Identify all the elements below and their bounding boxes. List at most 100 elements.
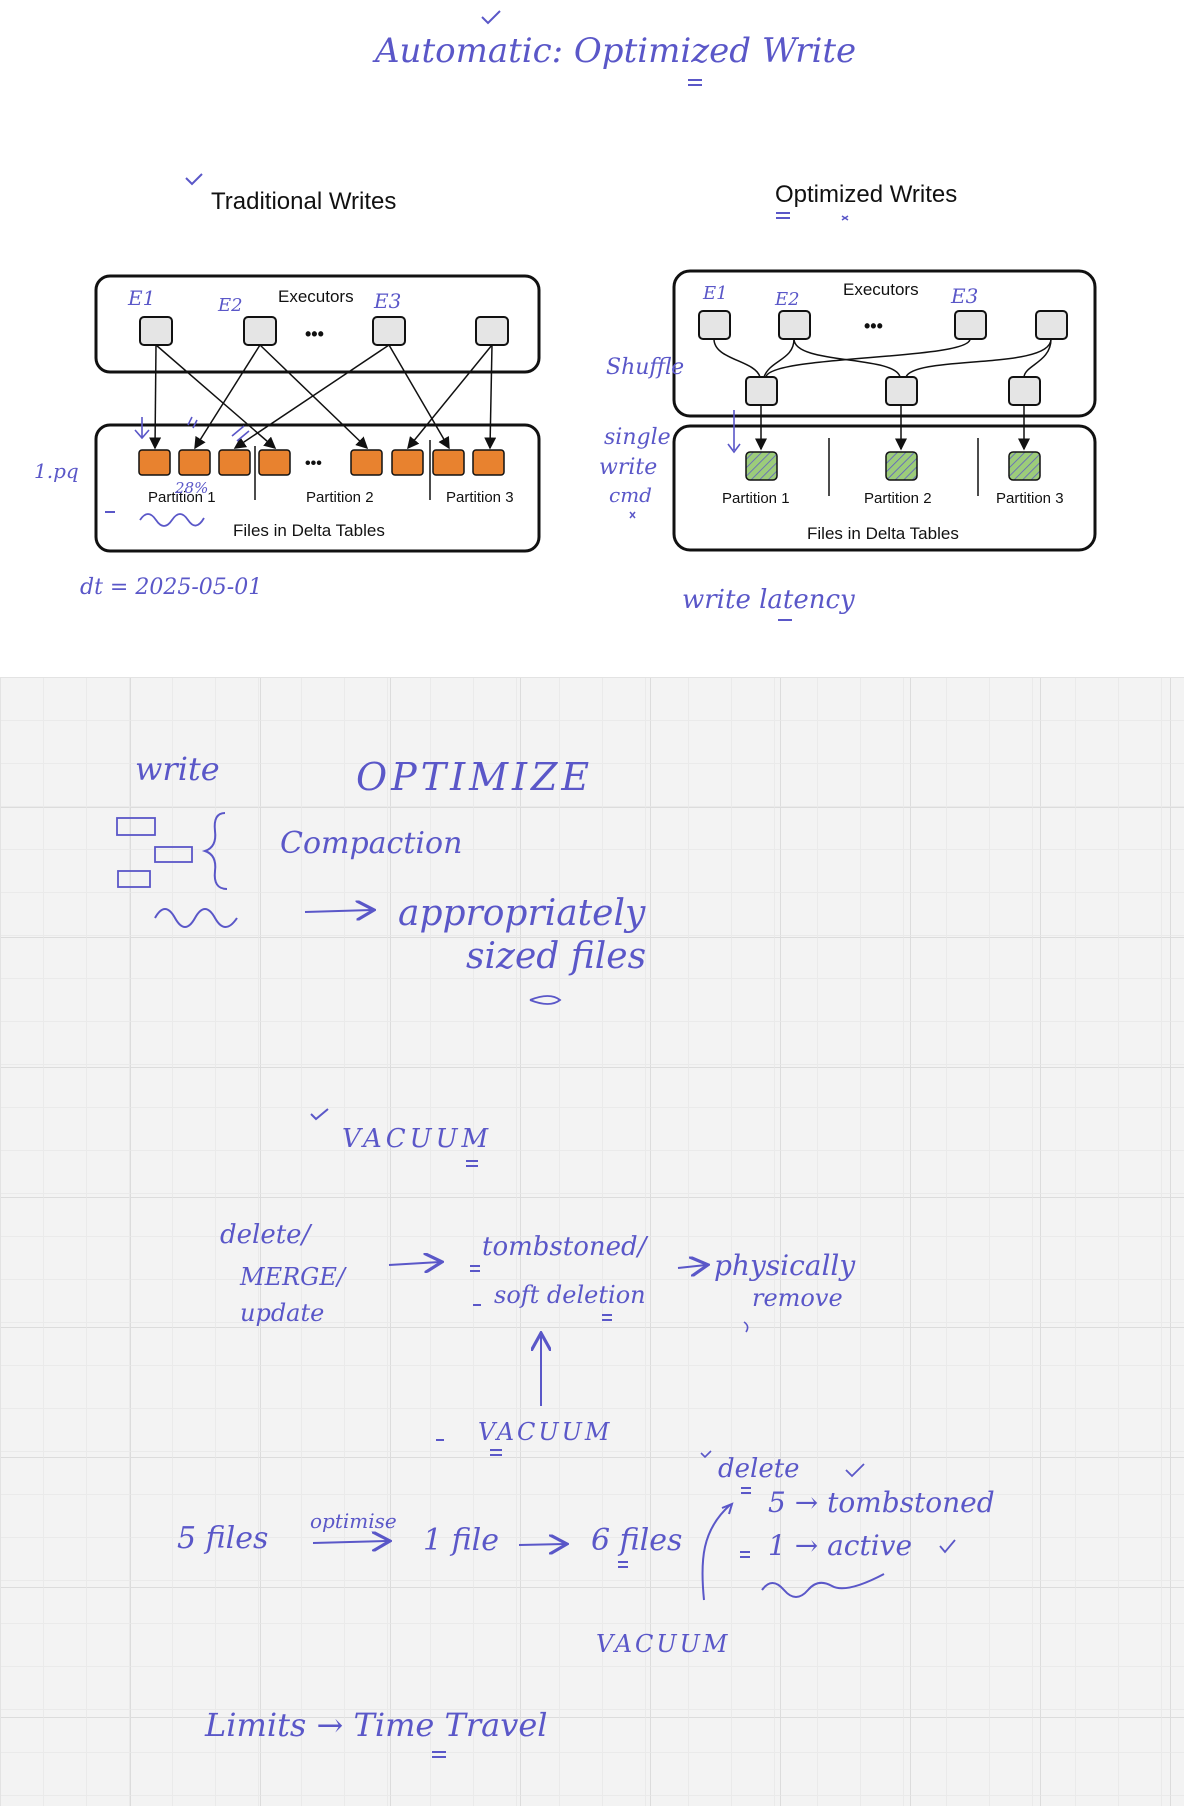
check-mark-icon	[310, 1108, 329, 1121]
single-write-note: single	[604, 425, 671, 450]
file-block	[391, 449, 424, 476]
equals-mark-icon	[776, 212, 790, 219]
file-block	[885, 451, 918, 481]
small-file-icon	[154, 846, 193, 863]
shuffle-node	[745, 376, 778, 406]
file-block	[138, 449, 171, 476]
brace-icon	[201, 812, 228, 890]
executors-label: Executors	[843, 280, 919, 299]
check-mark-icon	[481, 10, 501, 25]
traditional-title: Traditional Writes	[211, 188, 396, 215]
note-remove: remove	[752, 1284, 843, 1312]
equals-mark-icon	[432, 1751, 446, 1758]
executors-box	[94, 274, 541, 374]
exec-label-e1: E1	[127, 286, 155, 310]
shuffle-node	[1008, 376, 1041, 406]
note-appropriately: appropriately	[398, 893, 646, 934]
pen-arrow-icon	[304, 910, 372, 912]
squiggle-icon	[761, 1573, 885, 1598]
equals-mark-icon	[688, 79, 702, 86]
squiggle-icon	[154, 908, 238, 928]
ellipsis: •••	[305, 455, 322, 472]
small-file-icon	[116, 817, 156, 836]
grid-minor	[0, 677, 1184, 1806]
file-block	[218, 449, 251, 476]
note-vacuum-title: VACUUM	[342, 1124, 492, 1154]
note-delete-small: delete	[718, 1454, 800, 1484]
note-write: write	[135, 750, 220, 788]
note-five-files: 5 files	[177, 1521, 268, 1556]
note-soft-deletion: soft deletion	[494, 1281, 646, 1309]
shuffle-curves	[713, 338, 1052, 378]
pen-arrow-icon	[388, 1262, 440, 1265]
write-arrows	[149, 344, 497, 450]
percent-note: 28%	[174, 479, 208, 497]
ellipsis: •••	[864, 316, 883, 336]
dash-mark-icon	[743, 1321, 749, 1333]
equals-mark-icon	[602, 1314, 612, 1321]
check-mark-icon	[185, 173, 203, 186]
pen-tick-icon	[187, 416, 198, 429]
shuffle-note: Shuffle	[606, 355, 684, 380]
note-delete: delete/	[220, 1220, 313, 1250]
pen-arrow-icon	[701, 1502, 734, 1601]
executor-node	[698, 310, 731, 340]
single-write-note: cmd	[609, 483, 652, 507]
pen-arrow-icon	[518, 1544, 565, 1545]
exec-label-e3: E3	[950, 284, 978, 308]
executor-node	[778, 310, 811, 340]
squiggle-icon	[139, 513, 205, 527]
pen-arrow-icon	[677, 1265, 706, 1268]
pen-arrow-icon	[312, 1541, 388, 1543]
note-tombstoned: tombstoned/	[482, 1232, 649, 1262]
ellipsis: •••	[305, 324, 324, 344]
note-limits: Limits → Time Travel	[204, 1706, 548, 1744]
equals-mark-icon	[740, 1551, 750, 1558]
pen-tick-icon	[231, 425, 250, 442]
note-six-files: 6 files	[591, 1523, 682, 1558]
note-update: update	[240, 1299, 324, 1327]
executor-node	[243, 316, 277, 346]
check-mark-icon	[939, 1539, 956, 1554]
note-sized: sized files	[466, 936, 646, 977]
partition-label: Partition 1	[148, 489, 216, 506]
file-block	[258, 449, 291, 476]
files-box	[672, 424, 1097, 552]
exec-label-e2: E2	[774, 289, 800, 310]
check-mark-icon	[700, 1450, 712, 1459]
note-optimise: optimise	[310, 1509, 397, 1533]
executors-label: Executors	[278, 287, 354, 306]
executor-node	[475, 316, 509, 346]
page-title: Automatic: Optimized Write	[372, 31, 856, 71]
single-write-note: write	[599, 455, 657, 480]
executor-node	[372, 316, 406, 346]
partition-label: Partition 1	[722, 490, 790, 507]
note-optimize: OPTIMIZE	[356, 755, 593, 799]
note-compaction: Compaction	[280, 826, 462, 861]
pen-arrow-icon	[134, 417, 150, 440]
executor-node	[954, 310, 987, 340]
equals-mark-icon	[618, 1561, 628, 1568]
file-block	[472, 449, 505, 476]
note-physically: physically	[714, 1249, 856, 1282]
equals-mark-icon	[490, 1449, 502, 1456]
partition-label: Partition 3	[996, 490, 1064, 507]
equals-mark-icon	[470, 1265, 480, 1272]
file-block	[350, 449, 383, 476]
write-arrows	[755, 405, 1030, 451]
files-label: Files in Delta Tables	[807, 524, 959, 543]
note-vacuum2: VACUUM	[478, 1418, 612, 1446]
small-file-icon	[117, 870, 151, 888]
note-vacuum3: VACUUM	[596, 1630, 730, 1658]
note-one-file: 1 file	[423, 1523, 499, 1558]
latency-note: write latency	[682, 585, 855, 615]
traditional-writes-diagram: Traditional Writes Executors ••• E1 E2 E…	[34, 173, 541, 600]
file-block	[1008, 451, 1041, 481]
x-mark-icon	[629, 511, 636, 519]
files-label: Files in Delta Tables	[233, 521, 385, 540]
dash-mark-icon	[529, 995, 562, 1005]
optimized-writes-diagram: Optimized Writes Executors •••	[599, 181, 1097, 621]
file-block	[745, 451, 778, 481]
partition-label: Partition 2	[306, 489, 374, 506]
